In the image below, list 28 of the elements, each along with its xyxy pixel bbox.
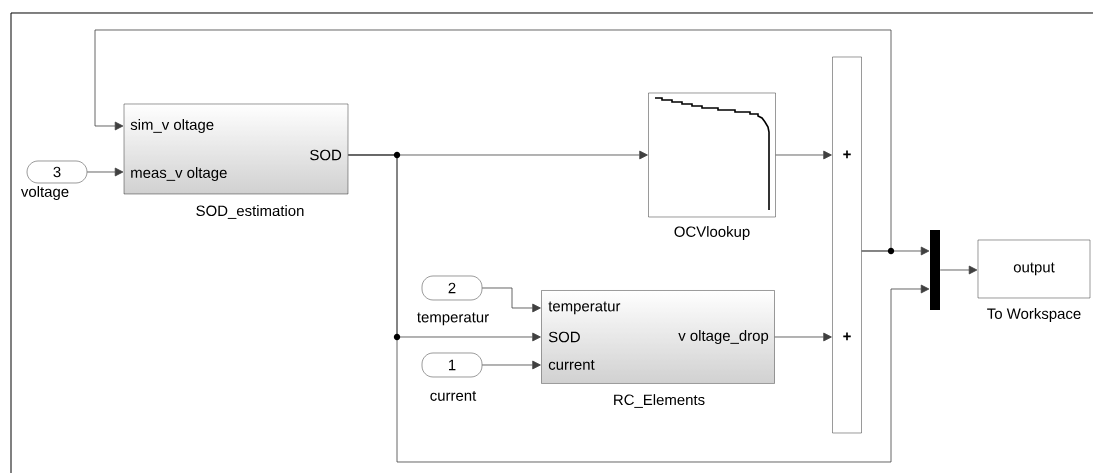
- signal-line: [481, 360, 541, 370]
- signal-line: [94, 29, 892, 252]
- inport-block: 1: [421, 352, 483, 378]
- block-label: voltage: [20, 186, 69, 200]
- mux-bar: [930, 230, 940, 310]
- inport-block: 3: [26, 160, 88, 184]
- block-label: RC_Elements: [614, 394, 705, 408]
- port-label: v oltage_drop: [678, 330, 769, 344]
- port-label: current: [548, 360, 595, 370]
- sum-block: + +: [832, 56, 862, 434]
- port-label: SOD: [310, 149, 342, 161]
- signal-line: [939, 265, 978, 275]
- signal-line: [775, 150, 832, 160]
- block-label: SOD_estimation: [196, 205, 304, 219]
- port-label: temperatur: [548, 301, 621, 315]
- inport-block: 2: [421, 275, 483, 301]
- port-label: sim_v oltage: [130, 119, 214, 133]
- block-label: To Workspace: [987, 308, 1081, 322]
- workspace-block: output: [977, 239, 1091, 299]
- port-label: SOD: [548, 331, 580, 343]
- signal-line: [774, 332, 832, 342]
- signal-line: [347, 154, 930, 463]
- signal-line: [86, 167, 124, 177]
- port-label: meas_v oltage: [131, 167, 227, 181]
- block-label: OCVlookup: [674, 226, 750, 240]
- block-label: current: [430, 391, 477, 401]
- signal-line: [481, 287, 541, 313]
- block-label: temperatur: [417, 312, 489, 326]
